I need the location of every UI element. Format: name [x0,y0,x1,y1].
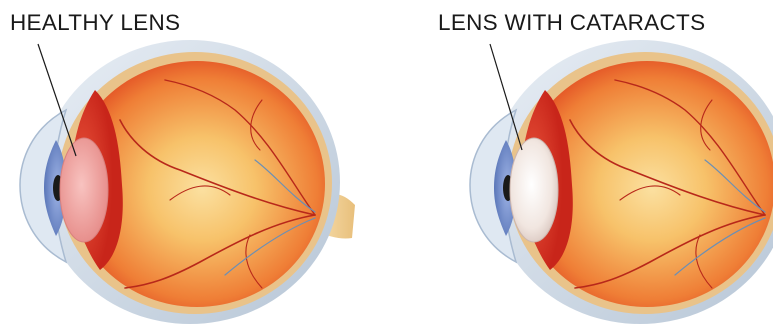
healthy-lens [60,138,108,242]
cataract-lens [510,138,558,242]
healthy-eye [20,40,355,324]
cataract-eye [470,40,773,324]
